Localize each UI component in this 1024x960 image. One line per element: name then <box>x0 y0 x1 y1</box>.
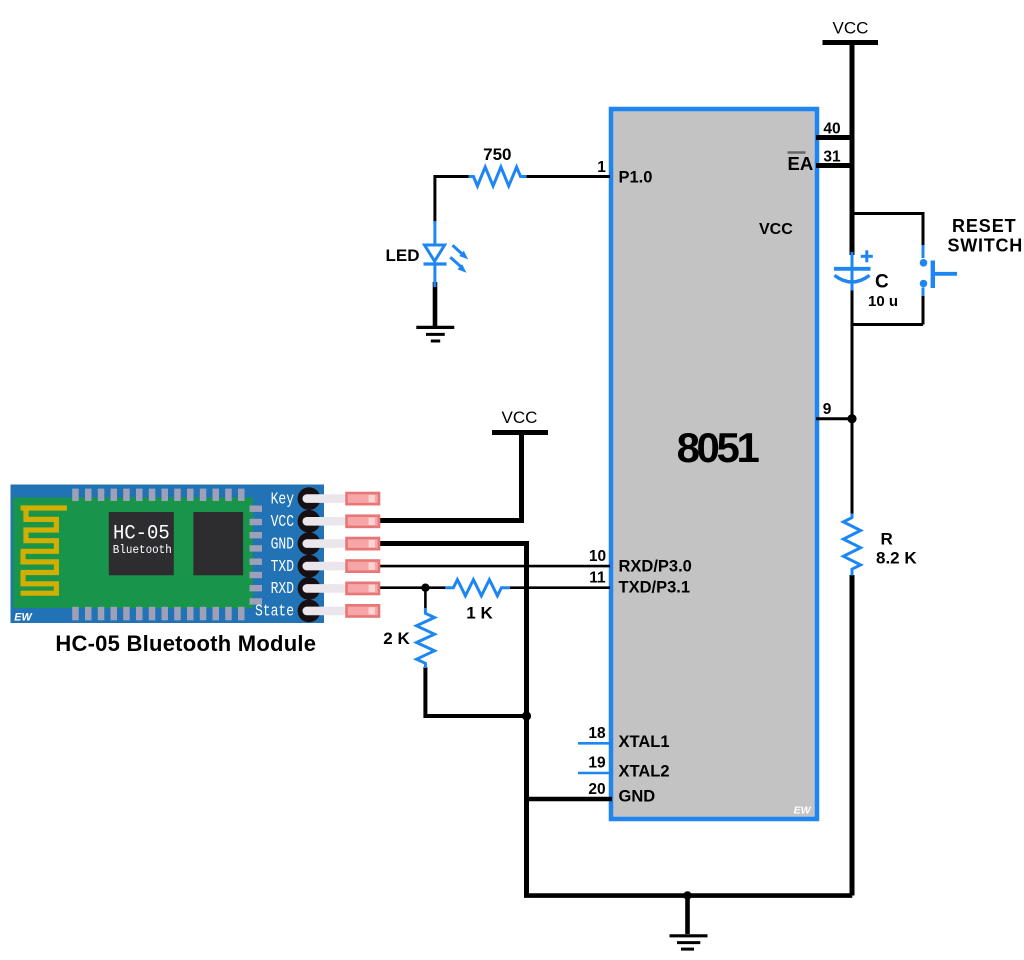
svg-text:10: 10 <box>589 548 606 565</box>
svg-text:11: 11 <box>589 570 606 587</box>
svg-text:8051: 8051 <box>677 424 760 471</box>
svg-text:2 K: 2 K <box>383 629 410 648</box>
svg-text:31: 31 <box>823 149 841 166</box>
svg-text:SWITCH: SWITCH <box>948 236 1024 256</box>
svg-text:VCC: VCC <box>833 19 869 38</box>
svg-text:HC-05: HC-05 <box>113 523 170 546</box>
svg-text:State: State <box>255 602 294 621</box>
svg-text:1: 1 <box>597 159 606 176</box>
svg-text:19: 19 <box>588 755 606 772</box>
svg-text:TXD/P3.1: TXD/P3.1 <box>619 579 691 597</box>
svg-text:Bluetooth: Bluetooth <box>113 544 172 557</box>
svg-text:EW: EW <box>794 805 812 817</box>
svg-text:GND: GND <box>271 534 294 553</box>
svg-text:P1.0: P1.0 <box>619 169 653 187</box>
svg-text:VCC: VCC <box>502 408 538 427</box>
svg-text:18: 18 <box>588 725 606 742</box>
svg-text:10 u: 10 u <box>868 293 898 310</box>
svg-text:VCC: VCC <box>271 512 294 531</box>
svg-text:R: R <box>881 530 893 549</box>
svg-text:GND: GND <box>619 788 656 806</box>
svg-text:1 K: 1 K <box>466 604 493 623</box>
svg-text:750: 750 <box>483 145 511 164</box>
svg-text:C: C <box>875 272 889 293</box>
svg-text:40: 40 <box>823 121 840 138</box>
svg-text:20: 20 <box>588 781 605 798</box>
svg-text:VCC: VCC <box>759 221 793 238</box>
svg-text:EW: EW <box>14 611 32 623</box>
svg-text:XTAL1: XTAL1 <box>619 733 670 751</box>
svg-text:RXD: RXD <box>271 579 294 598</box>
svg-text:RESET: RESET <box>952 216 1017 236</box>
svg-text:HC-05 Bluetooth Module: HC-05 Bluetooth Module <box>55 631 316 656</box>
svg-text:TXD: TXD <box>271 557 294 576</box>
svg-text:8.2 K: 8.2 K <box>876 549 917 568</box>
svg-text:XTAL2: XTAL2 <box>619 763 670 781</box>
svg-text:RXD/P3.0: RXD/P3.0 <box>619 557 692 575</box>
svg-text:EA: EA <box>788 153 814 174</box>
svg-text:LED: LED <box>386 246 420 265</box>
svg-text:9: 9 <box>823 401 832 418</box>
svg-text:Key: Key <box>271 489 294 508</box>
